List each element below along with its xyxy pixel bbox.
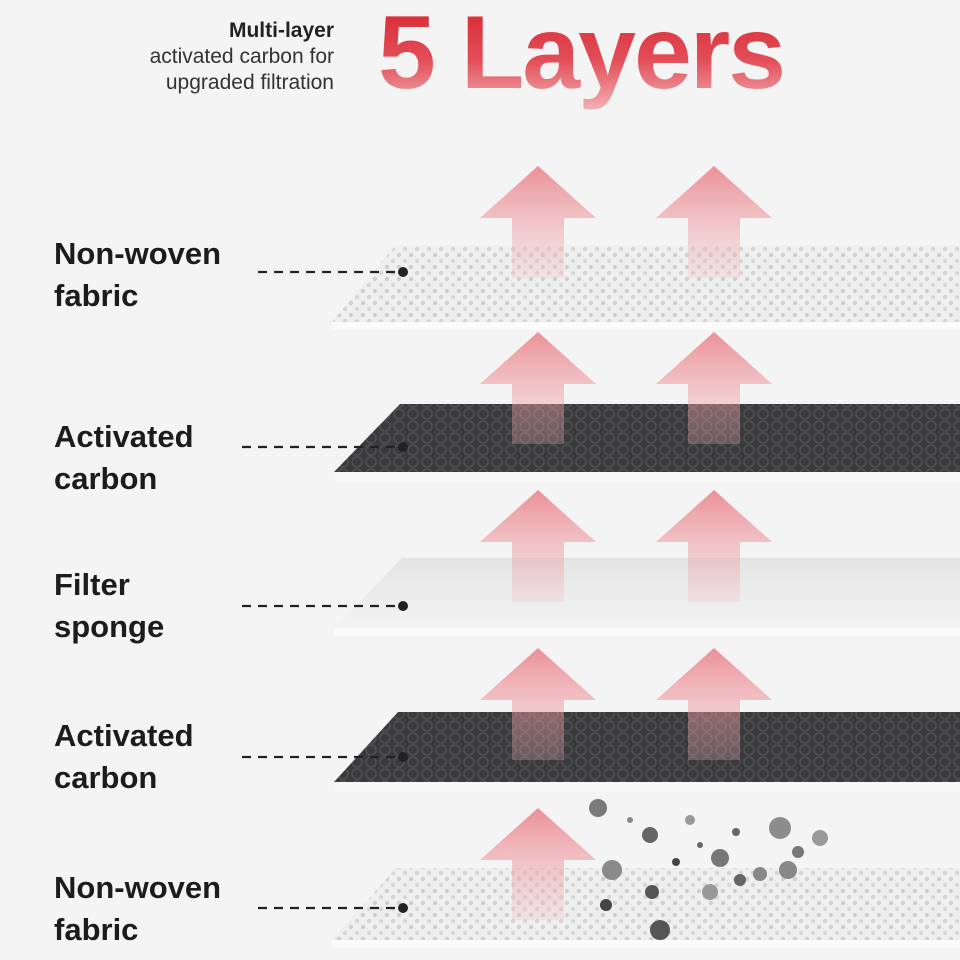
layer-label-2-line2: carbon <box>54 461 158 496</box>
layer-label-2: Activated carbon <box>54 416 254 500</box>
leader-dot <box>398 903 408 913</box>
layer-label-5: Non-woven fabric <box>54 867 254 951</box>
header-subtitle: Multi-layer activated carbon for upgrade… <box>14 18 334 96</box>
leader-dot <box>398 442 408 452</box>
leader-dots <box>398 267 408 913</box>
layer-label-2-line1: Activated <box>54 419 194 454</box>
subtitle-line-3: upgraded filtration <box>165 71 334 94</box>
leader-dot <box>398 752 408 762</box>
layer-label-4-line1: Activated <box>54 718 194 753</box>
layer-label-3-line2: sponge <box>54 609 165 644</box>
subtitle-line-2: activated carbon for <box>149 45 334 68</box>
leader-dot <box>398 601 408 611</box>
layer-label-4-line2: carbon <box>54 760 158 795</box>
layer-nonwoven-fabric-top <box>332 246 960 330</box>
layer-label-1: Non-woven fabric <box>54 233 254 317</box>
leader-dot <box>398 267 408 277</box>
layer-activated-carbon-upper <box>334 404 960 482</box>
layer-label-1-line1: Non-woven <box>54 236 222 271</box>
layer-label-5-line2: fabric <box>54 912 139 947</box>
layer-label-1-line2: fabric <box>54 278 139 313</box>
layer-filter-sponge <box>334 558 960 636</box>
layer-label-3: Filter sponge <box>54 564 254 648</box>
layer-label-3-line1: Filter <box>54 567 130 602</box>
leader-lines <box>242 270 398 910</box>
layer-activated-carbon-lower <box>334 712 960 792</box>
page-title: 5 Layers <box>378 0 786 113</box>
layer-nonwoven-fabric-bottom <box>332 868 960 948</box>
layer-label-5-line1: Non-woven <box>54 870 222 905</box>
subtitle-line-1: Multi-layer <box>228 19 334 42</box>
dust-particles <box>589 799 828 940</box>
layer-label-4: Activated carbon <box>54 715 254 799</box>
